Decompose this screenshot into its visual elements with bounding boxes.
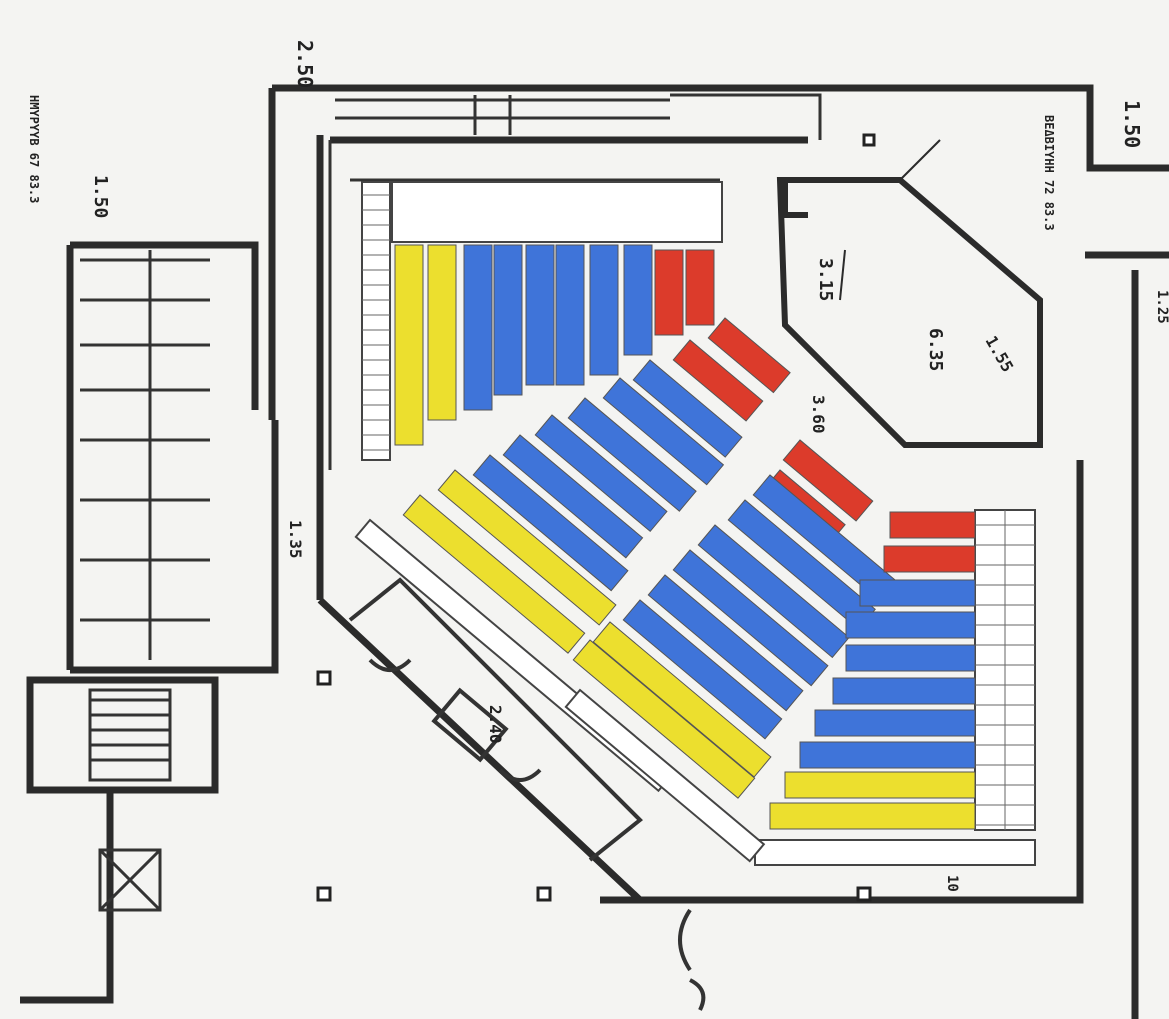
dim-left-stair: 1.50 <box>90 175 111 218</box>
seat-column-8 <box>623 244 653 356</box>
seat-column-5 <box>525 244 555 386</box>
seat-row-diagonal-18 <box>697 524 850 659</box>
dim-room-635: 6.35 <box>925 328 946 371</box>
seat-row-diagonal-6 <box>567 397 697 512</box>
seat-ticks <box>362 194 1035 830</box>
seat-row-diagonal-9 <box>672 339 764 422</box>
right-horizontal-seat-rows <box>769 511 976 830</box>
seat-row-diagonal-11 <box>782 439 874 522</box>
note-right: ΒΕΔΒΙΥΗΗ 72 83.3 <box>1042 115 1056 231</box>
seat-row-right-2 <box>883 545 976 573</box>
seat-row-diagonal-14 <box>592 621 772 778</box>
seat-column-2 <box>427 244 457 421</box>
seat-column-1 <box>394 244 424 446</box>
building-walls <box>20 84 1169 1019</box>
seat-column-9 <box>654 249 684 336</box>
diagonal-seat-rows <box>402 317 898 799</box>
seat-row-right-4 <box>845 611 976 639</box>
dim-bottom-10: 10 <box>944 875 960 892</box>
seat-row-right-6 <box>832 677 976 705</box>
dimension-labels: 2.50 1.50 1.50 3.15 6.35 1.55 3.60 1.35 … <box>27 40 1169 892</box>
dim-room-315: 3.15 <box>815 258 836 301</box>
stage-lines <box>328 93 822 470</box>
seat-column-7 <box>589 244 619 376</box>
seat-column-3 <box>463 244 493 411</box>
seat-row-right-8 <box>799 741 976 769</box>
dim-right-edge-125: 1.25 <box>1154 290 1169 324</box>
left-vertical-seat-columns <box>394 244 715 446</box>
dim-room-155: 1.55 <box>982 333 1018 376</box>
seat-row-right-7 <box>814 709 976 737</box>
dim-corridor-135: 1.35 <box>286 520 305 559</box>
seat-row-right-9 <box>784 771 976 799</box>
seat-row-right-10 <box>769 802 976 830</box>
dim-top: 2.50 <box>293 40 317 88</box>
dim-right-top: 1.50 <box>1120 100 1144 148</box>
pillars <box>316 133 876 902</box>
dim-aisle-360: 3.60 <box>809 395 828 434</box>
seat-row-diagonal-1 <box>402 494 586 654</box>
octagon-room <box>776 139 1043 448</box>
seat-row-right-1 <box>889 511 976 539</box>
seat-row-diagonal-7 <box>602 377 725 486</box>
note-left: ΗΜΥΡΥΥΒ 67 83.3 <box>27 95 41 203</box>
left-building-fixtures <box>80 250 210 912</box>
seat-row-diagonal-17 <box>672 549 829 687</box>
seat-row-diagonal-13 <box>572 639 756 799</box>
seat-column-10 <box>685 249 715 326</box>
seat-row-right-5 <box>845 644 976 672</box>
seat-row-diagonal-10 <box>707 317 791 394</box>
seat-row-diagonal-8 <box>632 359 743 458</box>
dim-stage-240: 2.40 <box>486 705 505 744</box>
seat-column-4 <box>493 244 523 396</box>
seat-row-diagonal-2 <box>437 469 617 626</box>
stage-furniture <box>348 577 706 1011</box>
seat-row-diagonal-5 <box>534 414 668 533</box>
uncolored-seats <box>354 181 1036 866</box>
seat-row-diagonal-3 <box>472 454 629 592</box>
seat-row-diagonal-16 <box>647 574 804 712</box>
seat-row-diagonal-4 <box>502 434 644 559</box>
seat-row-diagonal-15 <box>622 599 783 740</box>
seat-column-6 <box>555 244 585 386</box>
seat-row-right-3 <box>859 579 976 607</box>
